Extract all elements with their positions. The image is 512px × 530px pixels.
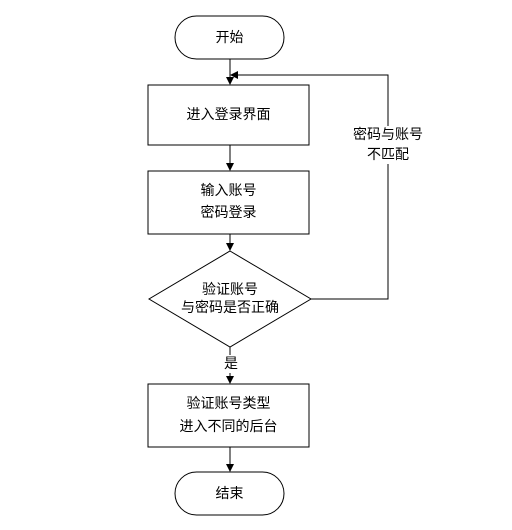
input-account-node: 输入账号 密码登录 [147, 170, 310, 235]
verify-line1: 验证账号 [202, 282, 258, 298]
verify-type-node: 验证账号类型 进入不同的后台 [147, 383, 310, 448]
start-label: 开始 [216, 30, 244, 46]
enter-login-label: 进入登录界面 [187, 107, 271, 123]
edge-login-to-input [226, 145, 234, 171]
edge-type-to-end [226, 447, 234, 472]
mismatch-line2: 不匹配 [367, 147, 409, 163]
mismatch-label-bg [346, 126, 430, 164]
yes-label: 是 [224, 356, 238, 372]
yes-label-bg [222, 355, 240, 373]
input-account-line1: 输入账号 [201, 183, 257, 199]
enter-login-node: 进入登录界面 [147, 84, 310, 146]
verify-line2: 与密码是否正确 [181, 299, 279, 316]
start-node: 开始 [174, 15, 285, 60]
verify-type-line1: 验证账号类型 [187, 396, 271, 412]
verify-decision-node: 验证账号 与密码是否正确 [148, 250, 312, 348]
mismatch-line1: 密码与账号 [353, 126, 423, 143]
edge-mismatch-loop [230, 71, 389, 300]
input-account-line2: 密码登录 [201, 204, 257, 221]
verify-type-line2: 进入不同的后台 [180, 419, 278, 435]
end-node: 结束 [174, 471, 285, 516]
edge-start-to-login [226, 59, 234, 85]
edge-input-to-verify [226, 234, 234, 251]
end-label: 结束 [216, 486, 244, 502]
